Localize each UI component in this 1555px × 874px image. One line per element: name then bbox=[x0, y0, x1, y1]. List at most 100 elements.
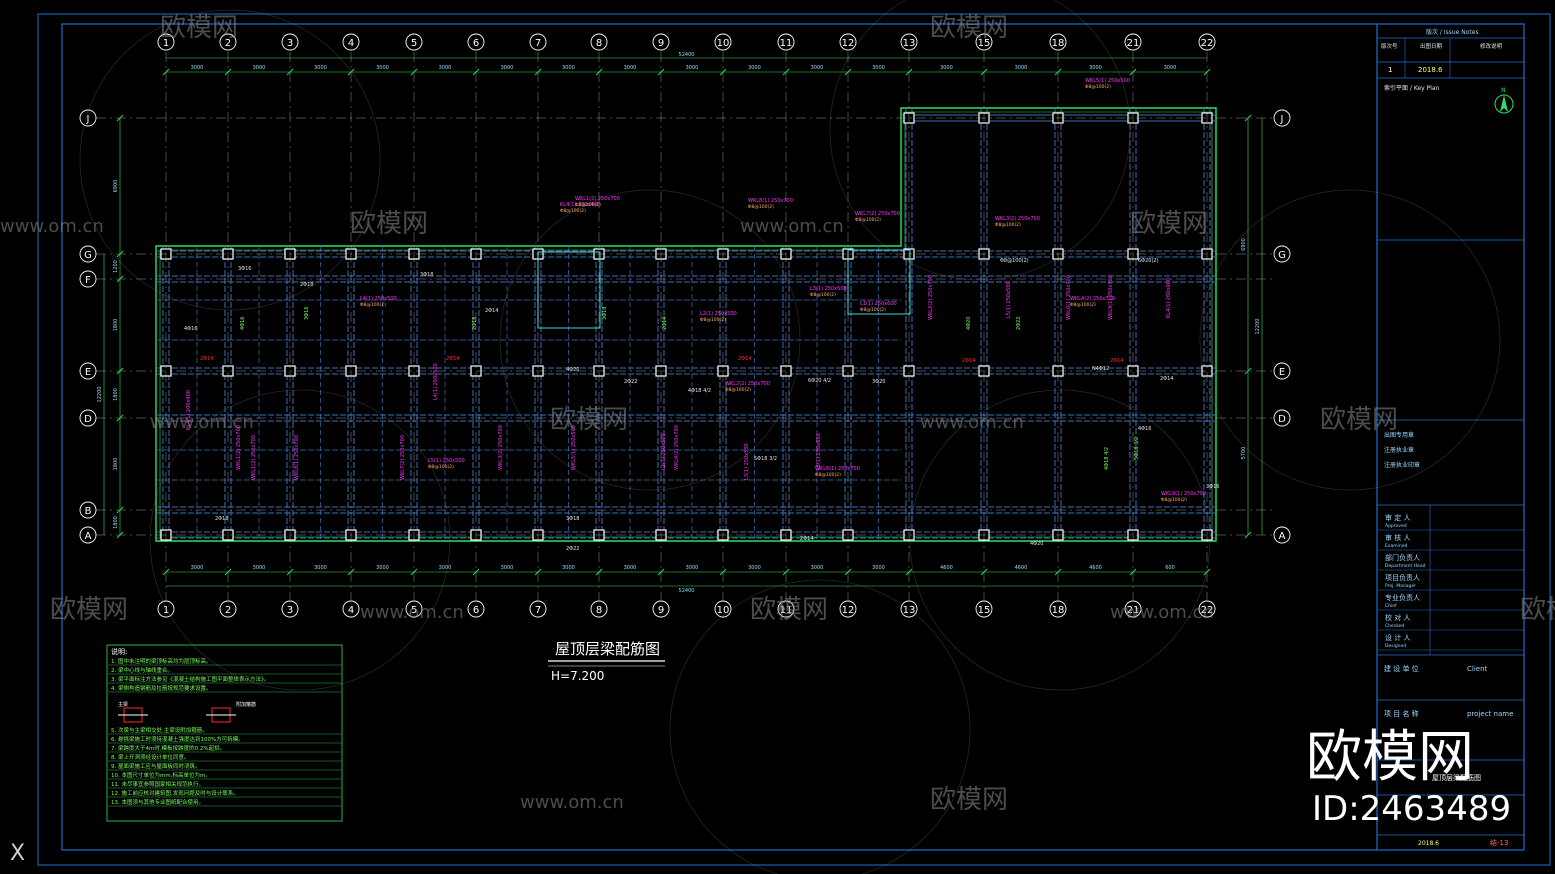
grid-column-label: 1 bbox=[163, 605, 169, 616]
grid-row-label: A bbox=[85, 531, 92, 542]
beam-label-vertical: WKL3(2) 250x700 bbox=[498, 425, 504, 470]
red-rebar-label: 2Φ14 bbox=[446, 356, 459, 362]
north-mark: N bbox=[1501, 87, 1506, 94]
watermark-brand: 欧模网 bbox=[1320, 405, 1398, 435]
left-total-value: 12200 bbox=[97, 387, 103, 403]
north-arrow-icon: N bbox=[1494, 87, 1514, 114]
beam-label: L3(1) 250x500 bbox=[810, 286, 847, 292]
grid-column-label: 15 bbox=[978, 605, 991, 616]
notes-line: 12. 施工前应核对建筑图,发现问题及时与设计联系。 bbox=[111, 789, 239, 797]
grid-column-label: 22 bbox=[1201, 605, 1214, 616]
grid-column-label: 8 bbox=[596, 605, 602, 616]
beam-label-vertical: KL4(1) 200x400 bbox=[1166, 278, 1172, 318]
grid-column-label: 1 bbox=[163, 38, 169, 49]
beam-label: L2(1) 250x500 bbox=[700, 311, 737, 317]
signature-role-en: Checked bbox=[1385, 623, 1404, 629]
grid-column-label: 6 bbox=[473, 605, 479, 616]
rebar-label-vertical: 2Φ22 bbox=[1016, 317, 1022, 330]
bottom-dim-tick bbox=[224, 568, 232, 576]
bottom-dim-value: 3000 bbox=[811, 565, 824, 571]
grid-bubble bbox=[79, 245, 97, 263]
bottom-dim-tick bbox=[534, 568, 542, 576]
beam-label-vertical: WKL2(2) 250x700 bbox=[928, 275, 934, 320]
grid-bubble bbox=[714, 33, 732, 51]
project-label: 项 目 名 称 bbox=[1384, 709, 1419, 718]
bottom-dim-value: 3000 bbox=[686, 565, 699, 571]
signature-role: 审 核 人 bbox=[1385, 533, 1410, 542]
grid-bubble bbox=[467, 600, 485, 618]
top-dim-tick bbox=[1054, 68, 1062, 76]
top-dim-value: 3000 bbox=[1015, 65, 1028, 71]
beam-label: WKL2(2) 250x700 bbox=[725, 381, 770, 387]
beam-label-stirrup: Φ8@100(2) bbox=[748, 204, 774, 210]
top-dim-tick bbox=[782, 68, 790, 76]
grid-row-label: J bbox=[86, 114, 90, 125]
grid-bubble bbox=[900, 33, 918, 51]
grid-column-label: 8 bbox=[596, 38, 602, 49]
grid-bubble bbox=[975, 33, 993, 51]
watermark-site: www.om.cn bbox=[360, 602, 464, 623]
grid-bubble bbox=[405, 33, 423, 51]
detail-sketch-2 bbox=[206, 707, 236, 723]
rebar-label: Φ8@100(2) bbox=[1000, 258, 1029, 264]
overall-dim-top: 52400 bbox=[679, 52, 695, 58]
bottom-dim-tick bbox=[980, 568, 988, 576]
rev-date: 2018.6 bbox=[1418, 66, 1443, 74]
grid-column-label: 6 bbox=[473, 38, 479, 49]
beam-label-stirrup: Φ8@100(2) bbox=[855, 217, 881, 223]
grid-bubble bbox=[777, 33, 795, 51]
grid-bubble bbox=[467, 33, 485, 51]
grid-column-label: 21 bbox=[1127, 605, 1140, 616]
bottom-dim-tick bbox=[1054, 568, 1062, 576]
grid-bubble bbox=[79, 270, 97, 288]
grid-bubble bbox=[652, 600, 670, 618]
signature-role-en: Department Head bbox=[1385, 563, 1426, 569]
left-dim-tick bbox=[116, 367, 124, 375]
top-dim-tick bbox=[980, 68, 988, 76]
rebar-label: 3Φ18 bbox=[566, 516, 579, 522]
watermark-ring bbox=[829, 0, 1131, 281]
top-dim-tick bbox=[472, 68, 480, 76]
grid-bubble bbox=[1273, 245, 1291, 263]
grid-bubble bbox=[1049, 600, 1067, 618]
top-dim-tick bbox=[347, 68, 355, 76]
notes-line: 10. 本图尺寸单位为mm,标高单位为m。 bbox=[111, 771, 211, 779]
beam-label: WKL3(2) 250x700 bbox=[995, 216, 1040, 222]
beam-label: WKL6(1) 250x700 bbox=[815, 466, 860, 472]
bottom-dim-tick bbox=[719, 568, 727, 576]
grid-bubble bbox=[219, 600, 237, 618]
rebar-label-vertical: 4Φ18 4/2 bbox=[1104, 447, 1110, 470]
grid-bubble bbox=[1124, 33, 1142, 51]
bottom-dim-value: 3000 bbox=[501, 565, 514, 571]
watermark-brand: 欧模网 bbox=[750, 595, 828, 625]
left-dim-value: 6900 bbox=[113, 180, 119, 193]
top-dim-tick bbox=[595, 68, 603, 76]
left-dim-value: 1200 bbox=[113, 260, 119, 273]
bottom-dim-value: 3000 bbox=[624, 565, 637, 571]
red-rebar-label: 2Φ14 bbox=[1110, 358, 1123, 364]
left-dim-tick bbox=[116, 506, 124, 514]
grid-row-label: J bbox=[1280, 114, 1284, 125]
left-dim-tick bbox=[116, 275, 124, 283]
right-dim-value: 5700 bbox=[1241, 447, 1247, 460]
beam-label-stirrup: Φ8@100(2) bbox=[575, 202, 601, 208]
top-dim-tick bbox=[286, 68, 294, 76]
grid-column-label: 18 bbox=[1052, 605, 1065, 616]
beam-label: WKL4(2) 250x700 bbox=[1070, 296, 1115, 302]
top-dim-value: 3000 bbox=[940, 65, 953, 71]
top-dim-tick bbox=[224, 68, 232, 76]
rebar-label: 2Φ14 bbox=[800, 536, 813, 542]
grid-column-label: 7 bbox=[535, 38, 541, 49]
beam-label-vertical: L4(1) 250x500 bbox=[433, 363, 439, 400]
grid-bubble bbox=[79, 109, 97, 127]
signature-role-en: Examined bbox=[1385, 543, 1408, 549]
slab-outline bbox=[155, 107, 1217, 542]
beam-label: WKL1(2) 250x700 bbox=[575, 196, 620, 202]
grid-row-label: E bbox=[1279, 367, 1285, 378]
watermark-brand: 欧模网 bbox=[1130, 209, 1208, 239]
grid-bubble bbox=[1198, 33, 1216, 51]
top-dim-tick bbox=[534, 68, 542, 76]
right-dim-tick bbox=[1244, 531, 1252, 539]
grid-bubble bbox=[157, 600, 175, 618]
